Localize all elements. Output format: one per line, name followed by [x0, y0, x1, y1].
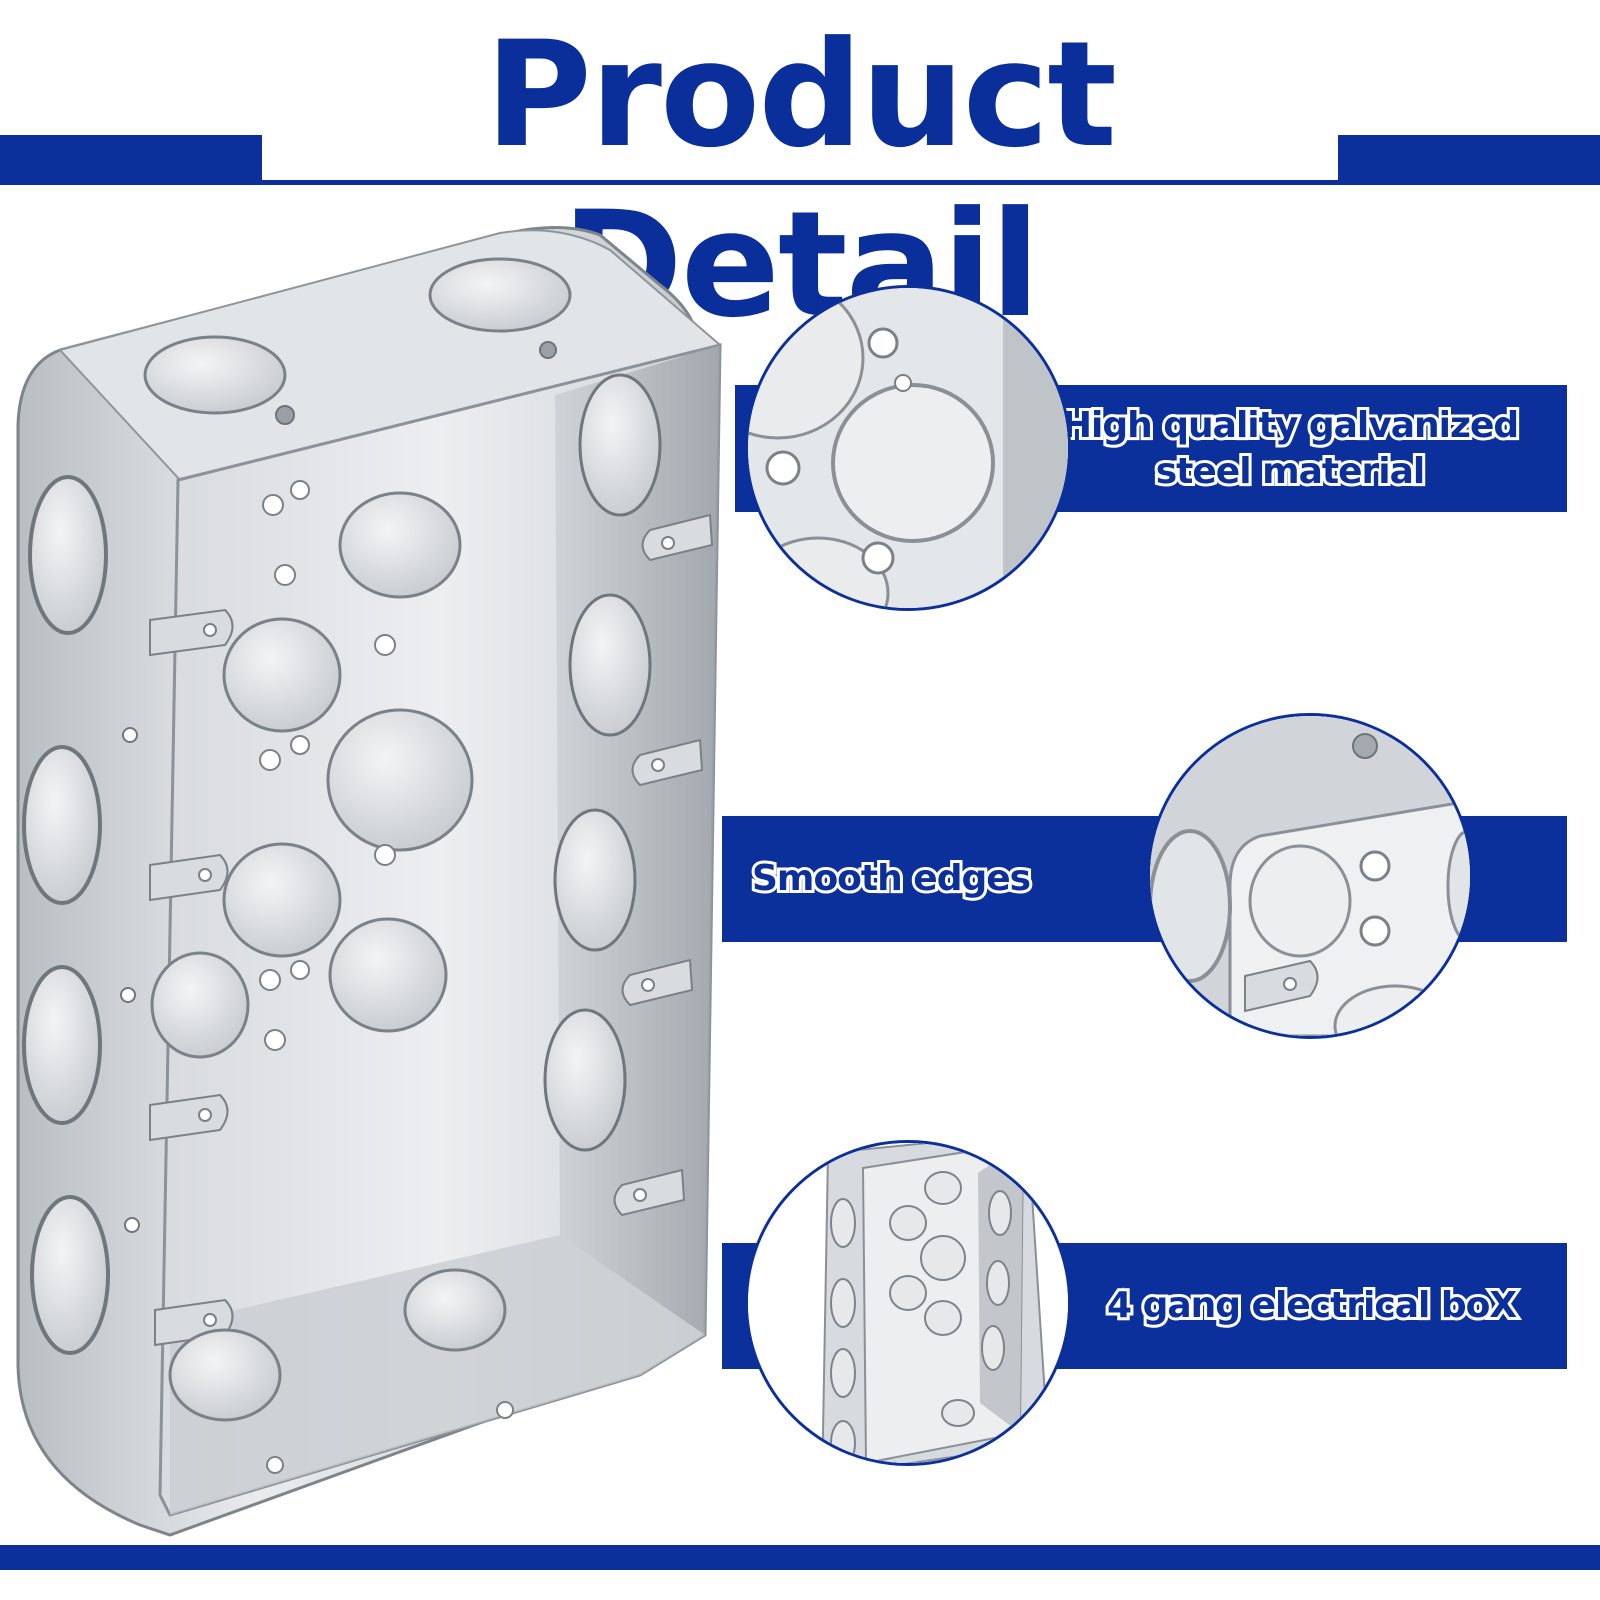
box-corner-closeup-icon [1147, 713, 1473, 1039]
footer-stripe [0, 1545, 1600, 1570]
feature-label-material: High quality galvanized steel material [1030, 402, 1550, 495]
feature-label-material-line2: steel material [1153, 448, 1429, 495]
knockout-closeup-icon [745, 285, 1071, 611]
feature-label-gang: 4 gang electrical boX [1104, 1282, 1520, 1329]
feature-label-material-line1: High quality galvanized [1059, 402, 1522, 449]
feature-label-edges: Smooth edges [749, 855, 1034, 902]
electrical-box-illustration [0, 225, 760, 1545]
box-thumbnail-icon [745, 1140, 1071, 1466]
page-title: Product Detail [250, 7, 1350, 354]
